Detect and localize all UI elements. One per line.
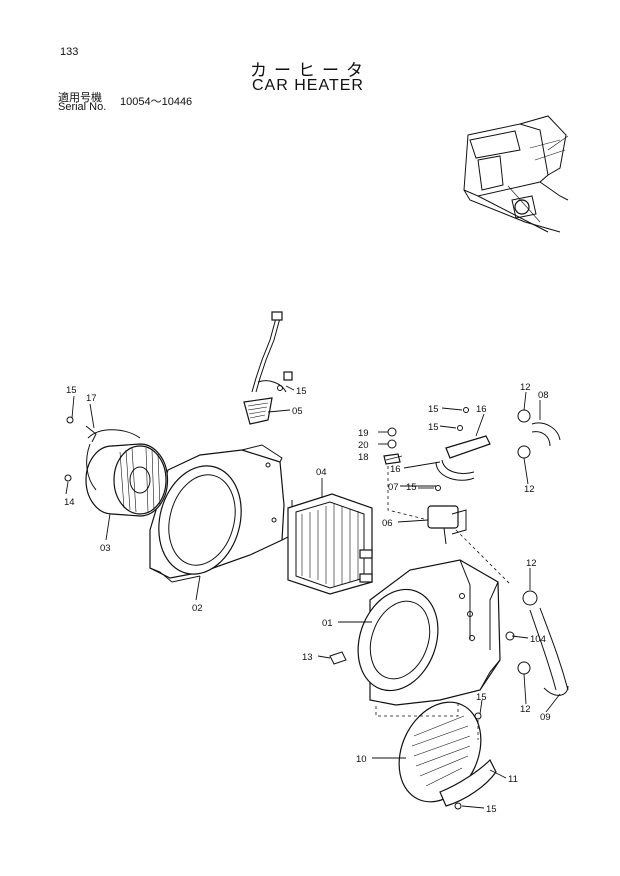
small-fasteners bbox=[64, 385, 515, 810]
callout-09: 09 bbox=[540, 712, 551, 723]
callout-07: 07 bbox=[388, 482, 399, 493]
assembly-dashed-lines bbox=[375, 466, 511, 740]
callout-15-valve-screw: 15 bbox=[406, 482, 417, 493]
callout-06: 06 bbox=[382, 518, 393, 529]
callout-15-top-screw: 15 bbox=[428, 404, 439, 415]
part-03-blower-motor-fan bbox=[85, 429, 169, 517]
callout-labels: 15 17 14 03 02 04 15 05 01 13 10 11 15 1… bbox=[64, 382, 551, 815]
callout-01: 01 bbox=[322, 618, 333, 629]
callout-13: 13 bbox=[302, 652, 313, 663]
page-number: 133 bbox=[60, 46, 79, 58]
part-09-hose bbox=[529, 607, 569, 696]
callout-15-mid-screw: 15 bbox=[428, 422, 439, 433]
callout-20: 20 bbox=[358, 440, 369, 451]
callout-104: 104 bbox=[530, 634, 546, 645]
callout-04: 04 bbox=[316, 467, 327, 478]
part-10-grille bbox=[398, 701, 482, 803]
callout-15-grille-screw: 15 bbox=[476, 692, 487, 703]
title-english: CAR HEATER bbox=[252, 77, 364, 94]
part-11-cover bbox=[439, 758, 497, 807]
callout-12-top: 12 bbox=[520, 382, 531, 393]
callout-16-upper: 16 bbox=[476, 404, 487, 415]
part-05-wire-harness bbox=[243, 311, 293, 425]
callout-leader-lines bbox=[65, 385, 561, 809]
part-08-hose bbox=[531, 422, 561, 447]
callout-12-lower-mid: 12 bbox=[526, 558, 537, 569]
callout-12-upper-mid: 12 bbox=[524, 484, 535, 495]
callout-02: 02 bbox=[192, 603, 203, 614]
part-01-heater-case bbox=[357, 559, 501, 706]
title-japanese: カーヒータ bbox=[250, 61, 370, 80]
callout-11: 11 bbox=[508, 774, 518, 785]
callout-10: 10 bbox=[356, 754, 367, 765]
part-04-heater-core bbox=[287, 493, 373, 595]
callout-05: 05 bbox=[292, 406, 303, 417]
callout-15-harness: 15 bbox=[296, 386, 307, 397]
part-07-hose bbox=[435, 435, 491, 481]
serial-range: 10054～10446 bbox=[120, 96, 193, 108]
callout-14: 14 bbox=[64, 497, 75, 508]
machine-cab-locator-illustration bbox=[463, 115, 569, 233]
callout-08: 08 bbox=[538, 390, 549, 401]
callout-03: 03 bbox=[100, 543, 111, 554]
callout-16-lower: 16 bbox=[390, 464, 401, 475]
serial-label-japanese: 適用号機 bbox=[58, 92, 102, 104]
callout-15-motor-screw-top: 15 bbox=[66, 385, 77, 396]
serial-label-english: Serial No. bbox=[58, 101, 107, 113]
callout-15-cover-screw: 15 bbox=[486, 804, 497, 815]
part-06-water-valve bbox=[427, 505, 467, 545]
part-02-blower-housing bbox=[149, 444, 293, 583]
callout-19: 19 bbox=[358, 428, 369, 439]
callout-17: 17 bbox=[86, 393, 97, 404]
callout-18: 18 bbox=[358, 452, 369, 463]
callout-12-bottom: 12 bbox=[520, 704, 531, 715]
